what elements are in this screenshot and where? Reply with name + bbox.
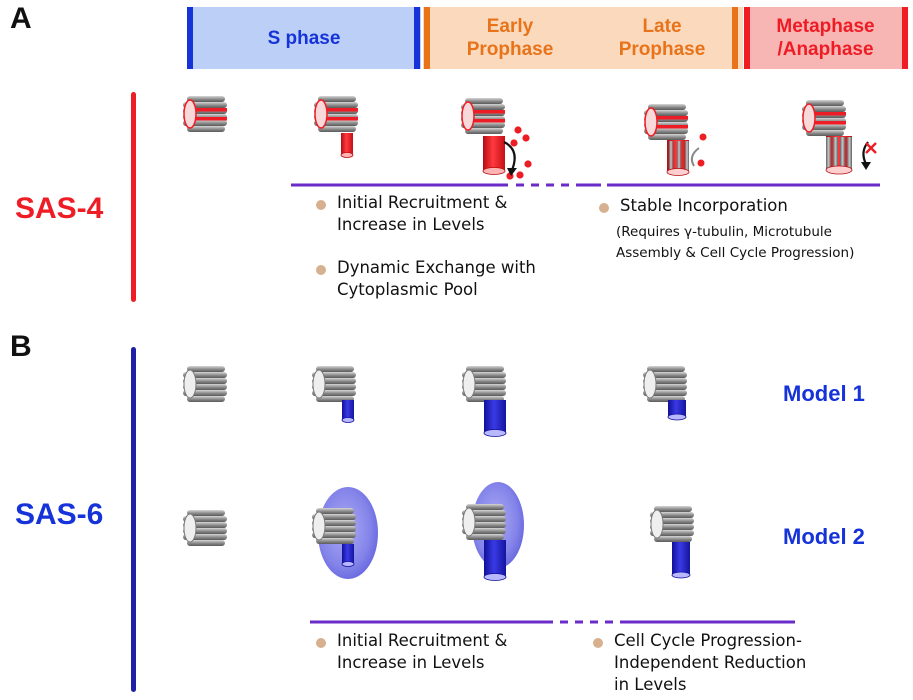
centriole-icon <box>461 503 507 541</box>
sas6-label: SAS-6 <box>15 498 104 531</box>
centriole-icon <box>461 98 505 134</box>
centriole-icon <box>649 505 695 543</box>
sas4-cylinder-icon <box>666 140 690 176</box>
centriole-icon <box>644 104 688 140</box>
sas4-note-exchange-text: Dynamic Exchange with Cytoplasmic Pool <box>337 258 536 299</box>
phase-early-prophase: Early Prophase <box>440 7 580 69</box>
centriole-icon <box>642 365 688 403</box>
sas4-note-recruitment: Initial Recruitment & Increase in Levels <box>337 192 507 236</box>
sas6-side-bar <box>131 347 136 692</box>
centriole-icon <box>802 100 846 136</box>
phase-prophase-band <box>423 7 743 69</box>
centriole-icon <box>314 96 358 132</box>
centriole-icon <box>461 365 507 403</box>
sas6-cylinder-icon <box>483 540 507 581</box>
centriole-icon <box>311 507 357 545</box>
sas4-note-exchange: Dynamic Exchange with Cytoplasmic Pool <box>337 257 536 301</box>
sas4-note-recruitment-text: Initial Recruitment & Increase in Levels <box>337 193 508 234</box>
bullet-icon <box>316 265 326 275</box>
phase-metaphase-anaphase-label: Metaphase /Anaphase <box>776 16 875 60</box>
sas6-note-reduction-text: Cell Cycle Progression- Independent Redu… <box>614 631 807 694</box>
sas6-note-reduction: Cell Cycle Progression- Independent Redu… <box>614 630 806 696</box>
sas4-note-stable-detail-text: (Requires γ-tubulin, Microtubule Assembl… <box>616 224 855 261</box>
sas4-note-stable: Stable Incorporation <box>620 196 788 215</box>
sas6-note-recruitment: Initial Recruitment & Increase in Levels <box>337 630 507 674</box>
s-phase-right-edge <box>414 7 420 69</box>
sas4-cylinder-icon <box>825 136 853 175</box>
phase-metaphase-anaphase: Metaphase /Anaphase <box>745 7 906 69</box>
prophase-right-edge <box>732 7 738 69</box>
panel-a-label: A <box>10 2 32 35</box>
bullet-icon <box>599 203 609 213</box>
phase-late-prophase: Late Prophase <box>592 7 732 69</box>
sas4-label: SAS-4 <box>15 192 104 225</box>
sas4-cylinder-icon <box>340 133 354 158</box>
sas4-note-stable-detail: (Requires γ-tubulin, Microtubule Assembl… <box>616 222 854 264</box>
sas6-cylinder-icon <box>483 400 507 437</box>
model-2-label: Model 2 <box>783 524 865 549</box>
panel-b-label: B <box>10 330 32 363</box>
sas4-cylinder-icon <box>482 136 506 175</box>
exchange-arrow-icon <box>503 141 516 171</box>
sas6-note-recruitment-text: Initial Recruitment & Increase in Levels <box>337 631 508 672</box>
phase-late-prophase-label: Late Prophase <box>618 16 706 60</box>
sas6-cylinder-icon <box>671 542 691 579</box>
block-cross-icon <box>865 142 877 154</box>
bullet-icon <box>316 200 326 210</box>
sas6-cylinder-icon <box>341 544 355 567</box>
centriole-icon <box>311 365 357 403</box>
phase-early-prophase-label: Early Prophase <box>466 16 554 60</box>
sas4-side-bar <box>131 92 136 302</box>
sas4-free-pool <box>697 133 707 167</box>
phase-s-phase-label: S phase <box>267 27 341 49</box>
metaphase-right-edge <box>902 7 908 69</box>
s-phase-left-edge <box>187 7 193 69</box>
bullet-icon <box>316 638 326 648</box>
exchange-arrow-icon <box>690 147 700 167</box>
bullet-icon <box>593 638 603 648</box>
model-1-label: Model 1 <box>783 381 865 406</box>
sas6-cylinder-icon <box>667 400 687 421</box>
sas6-cylinder-icon <box>341 400 355 423</box>
centriole-icon <box>183 96 227 132</box>
centriole-icon <box>182 509 228 547</box>
centriole-icon <box>182 365 228 403</box>
phase-s-phase: S phase <box>187 7 421 69</box>
prophase-left-edge <box>424 7 430 69</box>
metaphase-left-edge <box>744 7 750 69</box>
